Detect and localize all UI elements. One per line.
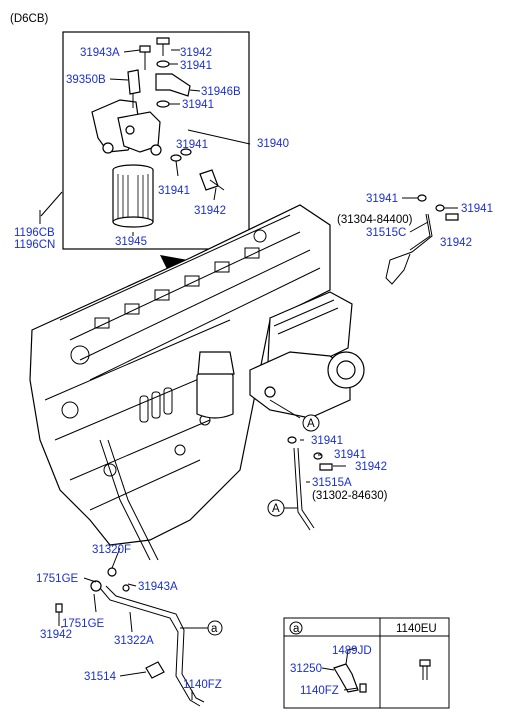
label-31941-r1[interactable]: 31941 — [366, 193, 398, 205]
circle-a-main-text: a — [211, 623, 218, 635]
label-31320F[interactable]: 31320F — [92, 544, 131, 556]
filter-detail-box — [62, 31, 251, 250]
label-31946B[interactable]: 31946B — [201, 86, 241, 98]
label-1140FZ-inset[interactable]: 1140FZ — [300, 685, 339, 697]
label-31945[interactable]: 31945 — [115, 236, 147, 248]
label-31941-d[interactable]: 31941 — [158, 185, 190, 197]
label-31515A[interactable]: 31515A — [312, 477, 352, 489]
model-code: (D6CB) — [10, 13, 49, 25]
label-31940[interactable]: 31940 — [257, 138, 289, 150]
marker-a-bottom-text: A — [272, 503, 280, 515]
engine-block — [29, 204, 331, 546]
label-31943A-top[interactable]: 31943A — [80, 47, 120, 59]
inset-table — [283, 617, 450, 709]
label-1751GE-a[interactable]: 1751GE — [36, 573, 79, 585]
label-31942-top[interactable]: 31942 — [180, 47, 212, 59]
label-31941-b[interactable]: 31941 — [182, 99, 214, 111]
ref-31304-84400: (31304-84400) — [337, 214, 413, 226]
label-39350B[interactable]: 39350B — [66, 74, 106, 86]
leader-lines — [39, 191, 458, 700]
marker-a-bottom — [267, 499, 285, 517]
label-31943A-low[interactable]: 31943A — [138, 581, 178, 593]
label-31941-r2[interactable]: 31941 — [461, 203, 493, 215]
ref-31302-84630: (31302-84630) — [312, 490, 388, 502]
label-31942-r[interactable]: 31942 — [440, 237, 472, 249]
label-31514[interactable]: 31514 — [84, 671, 117, 683]
label-31941-m2[interactable]: 31941 — [334, 449, 366, 461]
label-1196CB[interactable]: 1196CB — [14, 227, 55, 239]
air-compressor — [249, 291, 365, 419]
label-31515C[interactable]: 31515C — [366, 227, 406, 239]
label-1140EU[interactable]: 1140EU — [396, 623, 437, 635]
label-31941-c[interactable]: 31941 — [176, 139, 208, 151]
label-1196CN[interactable]: 1196CN — [14, 239, 55, 251]
label-31941-a[interactable]: 31941 — [180, 60, 212, 72]
label-1751GE-b[interactable]: 1751GE — [62, 618, 105, 630]
label-31942-m[interactable]: 31942 — [355, 461, 387, 473]
label-1140FZ-main[interactable]: 1140FZ — [183, 679, 222, 691]
label-1489JD[interactable]: 1489JD — [332, 645, 372, 657]
circle-a-inset-text: a — [293, 623, 300, 635]
circle-a-main — [207, 620, 223, 636]
label-31941-m1[interactable]: 31941 — [311, 435, 343, 447]
label-31250[interactable]: 31250 — [290, 663, 322, 675]
marker-a-top — [302, 414, 320, 432]
circle-a-inset — [289, 621, 303, 635]
label-31942-mid[interactable]: 31942 — [194, 205, 226, 217]
label-31942-low[interactable]: 31942 — [40, 629, 72, 641]
fuel-pipes — [55, 194, 459, 707]
label-31322A[interactable]: 31322A — [114, 635, 154, 647]
marker-a-top-text: A — [307, 418, 315, 430]
